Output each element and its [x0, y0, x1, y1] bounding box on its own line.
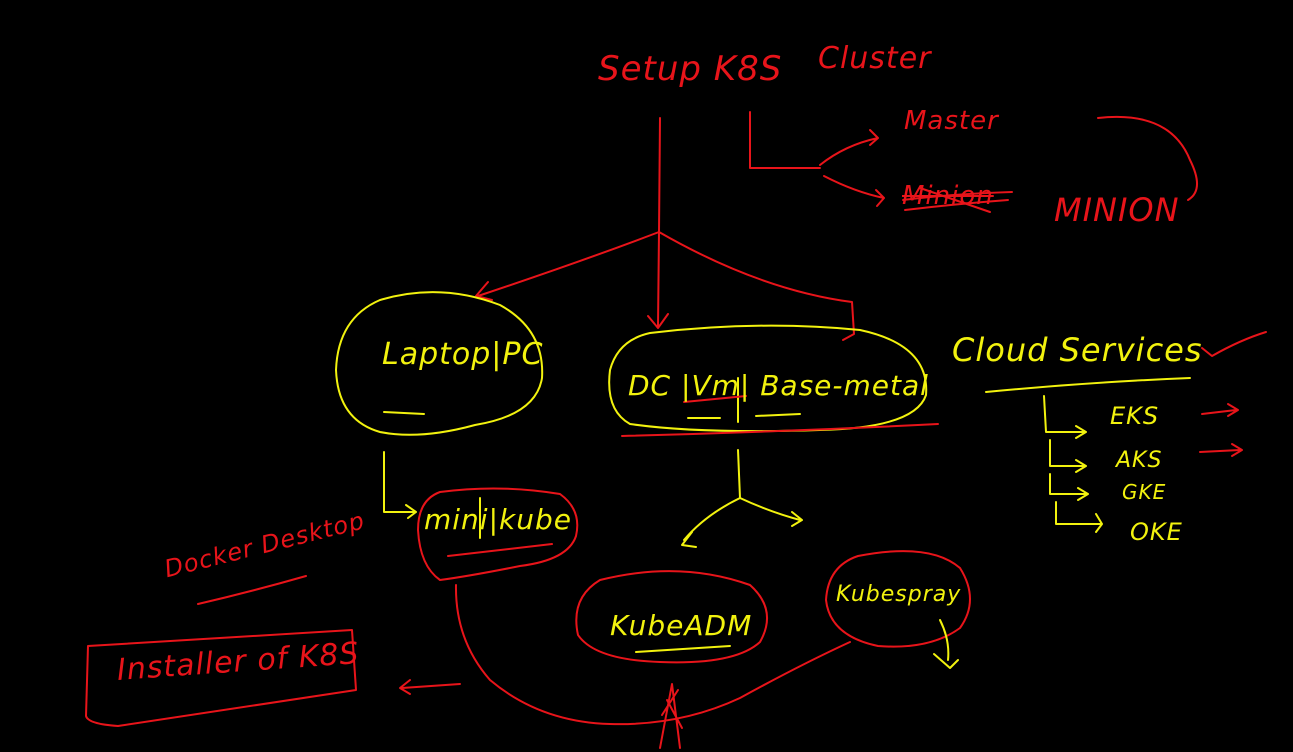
cluster-label: Cluster	[818, 41, 932, 76]
datacenter-label: DC |Vm| Base-metal	[628, 369, 929, 402]
installer-box	[85, 629, 357, 727]
laptop-underline	[383, 411, 425, 415]
branch-to-laptop-arrow	[475, 231, 660, 301]
kubeadm-label: KubeADM	[610, 609, 753, 642]
datacenter-divider	[687, 377, 801, 423]
cloud-provider-gke: GKE	[1122, 480, 1167, 504]
laptop-pc-label: Laptop|PC	[382, 337, 544, 372]
setup-down-line	[658, 117, 661, 233]
bottom-connector-curve	[454, 584, 851, 726]
eks-arrow	[1201, 403, 1239, 417]
cluster-bracket	[749, 111, 821, 169]
datacenter-red-underline	[621, 423, 939, 437]
minion-strike	[902, 187, 1013, 213]
branch-to-datacenter-arrow	[647, 231, 669, 329]
cloud-services-label: Cloud Services	[952, 331, 1203, 369]
master-minion-bracket	[1097, 116, 1198, 201]
laptop-blob	[335, 291, 544, 436]
docker-desktop-underline	[197, 575, 307, 605]
minion-struck-label: Minion	[902, 181, 994, 211]
kubeadm-underline	[635, 645, 731, 653]
kubespray-label: Kubespray	[836, 582, 962, 607]
minion-label: MINION	[1054, 191, 1180, 229]
laptop-to-minikube-arrow	[383, 451, 417, 519]
cloud-provider-oke: OKE	[1130, 518, 1183, 546]
cloud-provider-eks: EKS	[1110, 402, 1160, 430]
datacenter-split-lines	[681, 449, 803, 548]
installer-arrow	[399, 679, 461, 695]
to-minion-arrow	[823, 175, 885, 207]
upward-arrow	[659, 683, 683, 749]
kubespray-tail	[933, 619, 959, 669]
cloud-provider-aks: AKS	[1116, 448, 1163, 473]
cloud-checkmark	[1201, 331, 1267, 357]
master-label: Master	[904, 106, 999, 136]
kubespray-blob	[825, 550, 971, 648]
branch-to-cloud-line	[658, 231, 855, 341]
cloud-tree	[1043, 395, 1103, 533]
minikube-blob	[417, 487, 579, 581]
aks-arrow	[1199, 443, 1243, 457]
minikube-label: mini|kube	[424, 503, 572, 536]
to-master-arrow	[819, 129, 879, 166]
minikube-red-underline	[447, 543, 553, 557]
cloud-underline	[985, 377, 1191, 393]
vm-strike	[683, 395, 747, 403]
kubeadm-blob	[575, 570, 768, 664]
setup-k8s-label: Setup K8S	[598, 49, 783, 89]
